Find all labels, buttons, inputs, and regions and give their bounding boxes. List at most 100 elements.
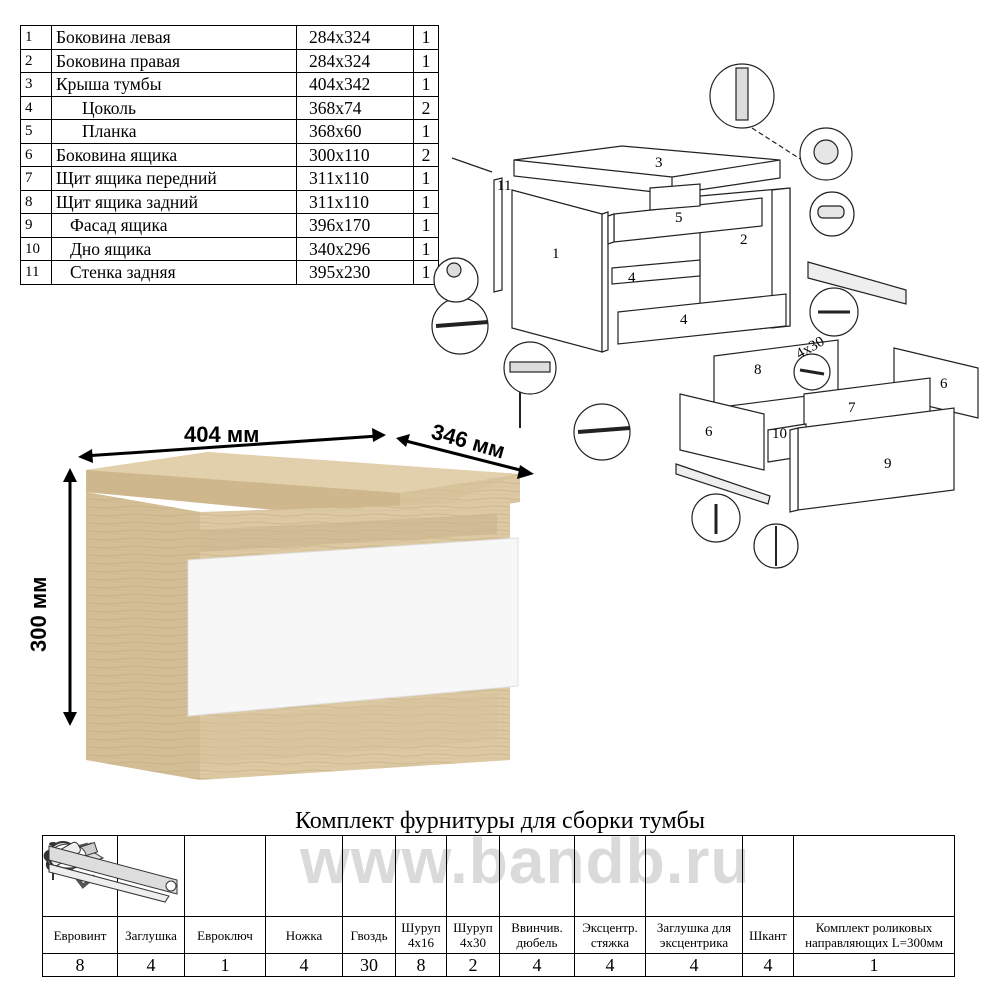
part-11-back	[493, 177, 503, 293]
hardware-name-line2: направляющих L=300мм	[805, 935, 943, 950]
parts-cell-qty: 1	[413, 72, 439, 97]
parts-cell-num: 9	[20, 213, 52, 238]
label-part-10: 10	[772, 426, 787, 442]
hardware-name: Заглушка	[125, 927, 177, 943]
parts-cell-num: 11	[20, 260, 52, 285]
parts-cell-size: 368x74	[296, 95, 414, 120]
hardware-name-cell: Евроключ	[184, 916, 266, 954]
part-number-labels: 1 2 3 4 4 5 6 6 7 8 9 10 11 4x30	[497, 155, 948, 472]
hardware-icon-cell	[50, 835, 266, 917]
parts-cell-size: 340x296	[296, 236, 414, 261]
parts-cell-name: Цоколь	[51, 95, 297, 120]
height-label: 300 мм	[26, 577, 51, 652]
hardware-icon-cell	[47, 835, 343, 917]
parts-cell-qty: 2	[413, 95, 439, 120]
hardware-name: Эксцентр.	[582, 920, 638, 935]
parts-cell-size: 300x110	[296, 142, 414, 167]
parts-cell-name: Боковина правая	[51, 48, 297, 73]
hardware-qty: 4	[645, 953, 743, 977]
hardware-name: Гвоздь	[350, 927, 388, 943]
label-part-7: 7	[848, 400, 856, 416]
hardware-qty: 8	[42, 953, 118, 977]
parts-cell-qty: 1	[413, 166, 439, 191]
part-6-drawer-side-left	[679, 393, 765, 471]
hardware-name-line2: дюбель	[516, 935, 558, 950]
hardware-name: Ввинчив.	[511, 920, 563, 935]
hardware-name: Ножка	[285, 927, 323, 943]
part-4-plinth-front	[617, 293, 787, 345]
hardware-icon-cell	[46, 835, 575, 917]
hardware-qty: 4	[499, 953, 575, 977]
parts-cell-size: 404x342	[296, 72, 414, 97]
parts-cell-num: 8	[20, 189, 52, 214]
hardware-name-line2: 4x16	[408, 935, 434, 950]
parts-cell-name: Стенка задняя	[51, 260, 297, 285]
label-part-4b: 4	[680, 312, 688, 328]
drawer-front	[187, 537, 519, 717]
nightstand-side	[86, 492, 200, 780]
parts-cell-qty: 1	[413, 213, 439, 238]
hardware-icon-cell	[45, 835, 447, 917]
parts-cell-qty: 1	[413, 236, 439, 261]
label-part-9: 9	[884, 456, 892, 472]
parts-cell-size: 311x110	[296, 166, 414, 191]
hardware-name-cell: Ножка	[265, 916, 343, 954]
part-3-roof	[513, 145, 781, 195]
hardware-qty: 2	[446, 953, 500, 977]
hardware-name-cell: Ввинчив.дюбель	[499, 916, 575, 954]
hardware-icon-cell	[49, 835, 743, 917]
hardware-qty: 4	[574, 953, 646, 977]
part-4-plinth-rear	[611, 259, 701, 285]
parts-cell-name: Щит ящика передний	[51, 166, 297, 191]
hardware-name-cell: Шкант	[742, 916, 794, 954]
parts-cell-name: Крыша тумбы	[51, 72, 297, 97]
label-part-4a: 4	[628, 270, 636, 286]
parts-cell-num: 4	[20, 95, 52, 120]
hardware-name-cell: Заглушка	[117, 916, 185, 954]
hardware-name: Евроключ	[197, 927, 253, 943]
part-1-left-side	[511, 189, 603, 353]
parts-cell-num: 3	[20, 72, 52, 97]
parts-cell-size: 395x230	[296, 260, 414, 285]
hardware-icon-cell	[48, 835, 396, 917]
dimension-arrows	[63, 428, 534, 726]
hardware-name-cell: Эксцентр.стяжка	[574, 916, 646, 954]
hardware-name-cell: Евровинт	[42, 916, 118, 954]
parts-cell-name: Щит ящика задний	[51, 189, 297, 214]
hardware-name-cell: Гвоздь	[342, 916, 396, 954]
hardware-name: Шуруп	[401, 920, 441, 935]
parts-cell-name: Дно ящика	[51, 236, 297, 261]
hardware-icon-cell	[48, 835, 794, 917]
hardware-title: Комплект фурнитуры для сборки тумбы	[294, 808, 706, 834]
label-part-1: 1	[552, 246, 560, 262]
width-label: 404 мм	[184, 422, 259, 447]
label-part-2: 2	[740, 232, 748, 248]
hardware-name: Шкант	[749, 927, 787, 943]
nightstand-photo	[86, 452, 520, 780]
parts-cell-num: 5	[20, 119, 52, 144]
hardware-name: Комплект роликовых	[815, 920, 933, 935]
hardware-name: Заглушка для	[656, 920, 732, 935]
hardware-name-line2: стяжка	[590, 935, 630, 950]
parts-cell-num: 1	[20, 25, 52, 50]
hardware-qty: 8	[395, 953, 447, 977]
parts-cell-size: 284x324	[296, 48, 414, 73]
parts-cell-qty: 2	[413, 142, 439, 167]
hardware-name-line2: эксцентрика	[659, 935, 729, 950]
hardware-qty: 30	[342, 953, 396, 977]
label-part-3: 3	[655, 155, 663, 171]
label-part-8: 8	[754, 362, 762, 378]
hardware-table: Евровинт Заглушка Евроключ Ножка Гвоздь Шуруп…	[42, 835, 955, 977]
